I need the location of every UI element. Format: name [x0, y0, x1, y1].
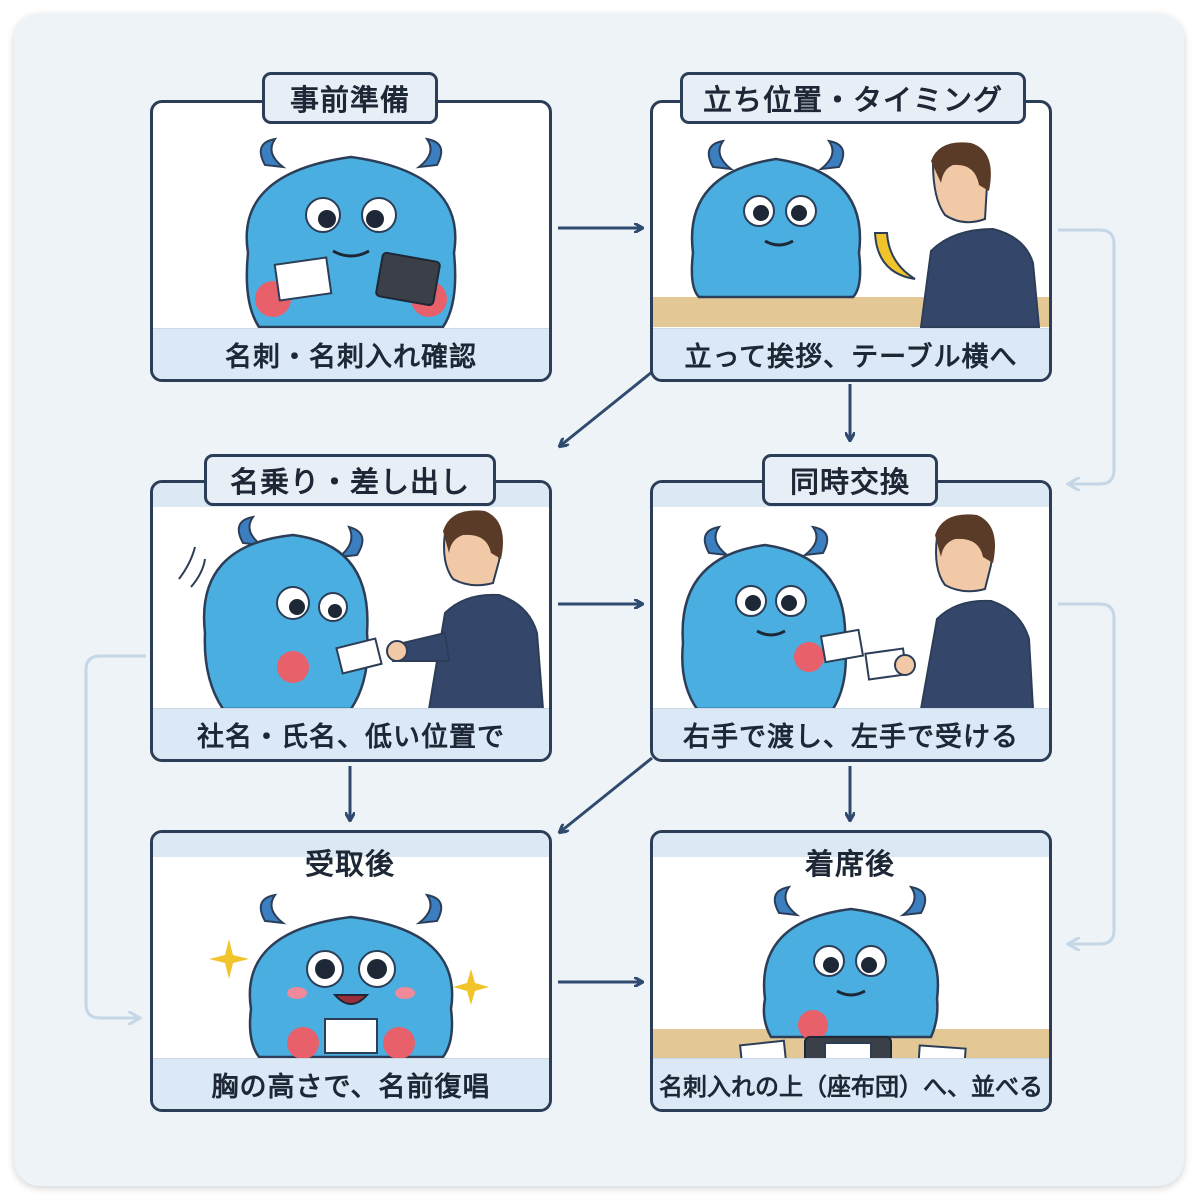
business-card-icon: [324, 1018, 378, 1054]
step-panel-5: 胸の高さで、名前復唱: [150, 830, 552, 1112]
sparkle-icon: [209, 939, 249, 979]
step-5-title: 受取後: [304, 847, 395, 881]
step-5-illustration: [209, 893, 489, 1059]
motion-lines: [178, 546, 206, 588]
step-3-caption: 社名・氏名、低い位置で: [153, 708, 549, 759]
loop-arrow-right-bottom: [1058, 602, 1116, 944]
businessman-icon: [894, 514, 1035, 710]
step-1-caption: 名刺・名刺入れ確認: [153, 328, 549, 379]
step-4-title: 同時交換: [762, 454, 938, 506]
step-6-title: 着席後: [804, 847, 895, 881]
sparkle-icon: [453, 969, 489, 1005]
step-2-illustration: [653, 139, 1049, 328]
arrow-2-to-3: [560, 370, 653, 446]
business-card-icon: [273, 256, 333, 302]
step-panel-1: 名刺・名刺入れ確認: [150, 100, 552, 382]
banana-icon: [873, 232, 916, 280]
step-3-title: 名乗り・差し出し: [204, 454, 496, 506]
step-panel-3: 社名・氏名、低い位置で: [150, 480, 552, 762]
monster-icon: [681, 525, 848, 711]
monster-icon: [248, 893, 454, 1059]
step-panel-6: 名刺入れの上（座布団）へ、並べる: [650, 830, 1052, 1112]
step-panel-4: 右手で渡し、左手で受ける: [650, 480, 1052, 762]
monster-icon: [762, 885, 940, 1040]
business-card-icon: [335, 637, 383, 675]
step-2-title: 立ち位置・タイミング: [680, 72, 1026, 124]
loop-arrow-right-top: [1058, 228, 1116, 484]
step-panel-2: 立って挨拶、テーブル横へ: [650, 100, 1052, 382]
step-1-title: 事前準備: [262, 72, 438, 124]
loop-arrow-left: [84, 654, 146, 1018]
business-card-icon: [819, 628, 865, 664]
monster-icon: [202, 515, 369, 711]
businessman-icon: [919, 142, 1041, 328]
step-6-caption: 名刺入れの上（座布団）へ、並べる: [653, 1058, 1049, 1109]
businessman-icon: [386, 510, 545, 710]
step-4-illustration: [681, 514, 1035, 711]
step-1-illustration: [245, 137, 457, 329]
card-holder-icon: [375, 251, 441, 307]
step-4-caption: 右手で渡し、左手で受ける: [653, 708, 1049, 759]
step-5-caption: 胸の高さで、名前復唱: [153, 1058, 549, 1109]
arrow-4-to-5: [560, 756, 653, 832]
monster-icon: [690, 139, 862, 299]
step-2-caption: 立って挨拶、テーブル横へ: [653, 328, 1049, 379]
step-3-illustration: [178, 510, 545, 711]
